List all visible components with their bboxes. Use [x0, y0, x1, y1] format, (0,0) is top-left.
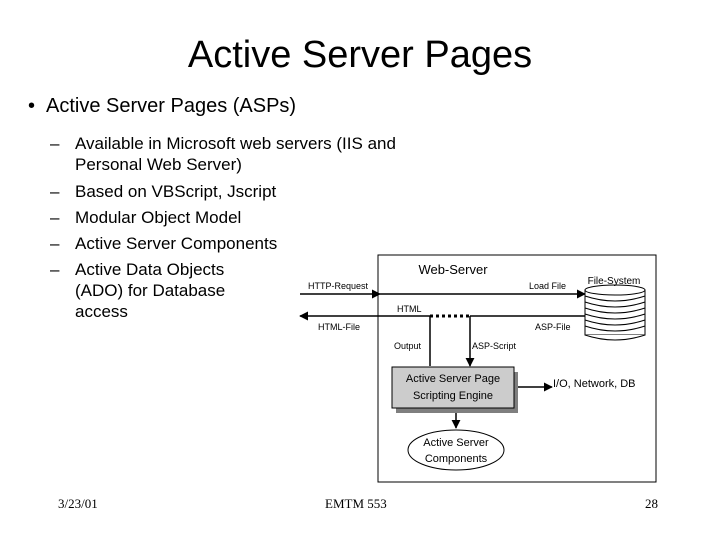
file-system-label: File-System — [588, 276, 641, 287]
sub-item: – Active Data Objects (ADO) for Database… — [50, 259, 225, 322]
dash-icon: – — [50, 182, 60, 201]
load-file-label: Load File — [529, 281, 566, 291]
asp-script-label: ASP-Script — [472, 341, 517, 351]
sub-item: –Modular Object Model — [50, 207, 241, 228]
sub-item: – Available in Microsoft web servers (II… — [50, 133, 396, 175]
engine-label-line1: Active Server Page — [406, 373, 500, 385]
sub-item-line: access — [75, 302, 128, 321]
http-request-label: HTTP-Request — [308, 281, 369, 291]
asp-file-label: ASP-File — [535, 322, 571, 332]
slide-title: Active Server Pages — [187, 34, 533, 76]
sub-item-line: Personal Web Server) — [75, 155, 242, 174]
footer-date: 3/23/01 — [58, 496, 98, 511]
web-server-label: Web-Server — [418, 262, 488, 277]
html-file-label: HTML-File — [318, 322, 360, 332]
dash-icon: – — [50, 260, 60, 279]
sub-item-line: Modular Object Model — [75, 208, 242, 227]
main-bullet-text: Active Server Pages (ASPs) — [46, 95, 297, 117]
file-system-disk-icon — [584, 284, 646, 341]
sub-item: –Based on VBScript, Jscript — [50, 181, 276, 202]
dash-icon: – — [50, 134, 60, 153]
components-ellipse — [407, 429, 505, 471]
dash-icon: – — [50, 234, 60, 253]
footer-page-number: 28 — [645, 496, 658, 511]
dash-icon: – — [50, 208, 60, 227]
main-bullet: • Active Server Pages (ASPs) — [28, 95, 296, 118]
sub-item-line: Available in Microsoft web servers (IIS … — [75, 134, 396, 153]
sub-item-line: Active Data Objects — [75, 260, 225, 279]
sub-item-line: (ADO) for Database — [75, 281, 226, 300]
components-label-line1: Active Server — [423, 437, 489, 449]
engine-label-line2: Scripting Engine — [413, 390, 493, 402]
bullet-icon: • — [28, 95, 36, 117]
html-label: HTML — [397, 304, 422, 314]
scripting-engine-box — [391, 366, 515, 409]
sub-item-line: Based on VBScript, Jscript — [75, 182, 277, 201]
components-label-line2: Components — [425, 453, 488, 465]
io-label: I/O, Network, DB — [553, 378, 636, 390]
output-label: Output — [394, 341, 422, 351]
sub-item-line: Active Server Components — [75, 234, 278, 253]
sub-item: –Active Server Components — [50, 233, 277, 254]
footer-course: EMTM 553 — [325, 496, 387, 511]
